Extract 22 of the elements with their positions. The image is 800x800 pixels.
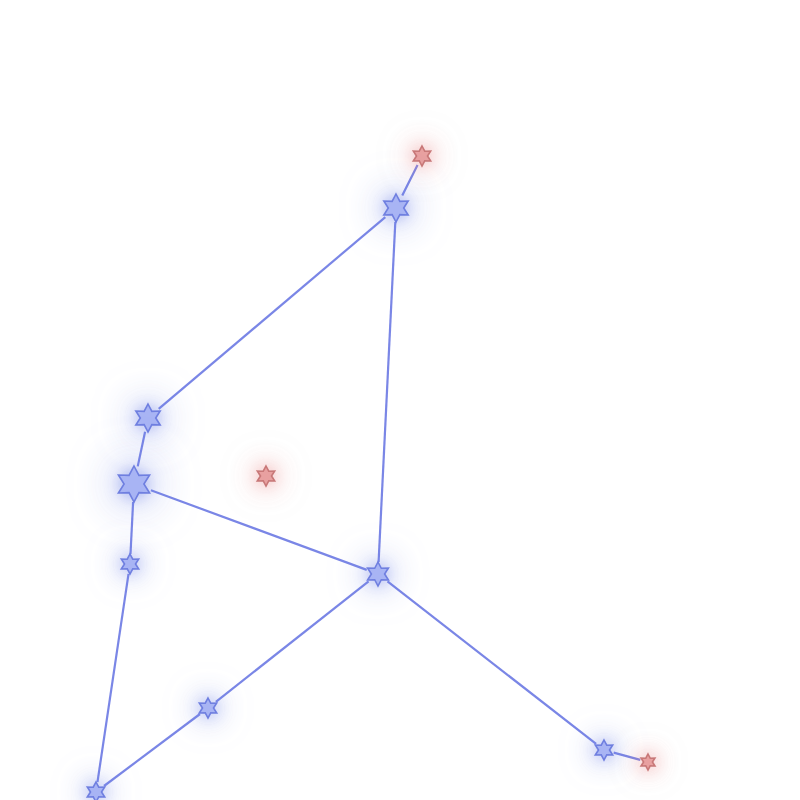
star-icon <box>198 698 218 718</box>
connector-line <box>401 164 419 196</box>
connector-line <box>157 216 387 410</box>
star-icon <box>86 782 106 800</box>
connector-line <box>150 489 368 571</box>
connector-line <box>136 431 147 467</box>
connector-line <box>386 580 597 745</box>
star-icon <box>382 194 410 222</box>
star-icon <box>120 554 140 574</box>
connector-line <box>103 713 201 787</box>
star-icon <box>134 404 162 432</box>
connector-line <box>215 580 370 703</box>
connector-line <box>613 751 641 761</box>
star-icon <box>366 562 390 586</box>
star-icon <box>594 740 614 760</box>
star-icon <box>256 466 276 486</box>
connector-line <box>377 221 397 563</box>
star-icon <box>640 754 656 770</box>
star-icon <box>116 466 152 502</box>
connector-line <box>129 501 135 555</box>
star-icon <box>412 146 432 166</box>
connector-line <box>96 573 130 783</box>
